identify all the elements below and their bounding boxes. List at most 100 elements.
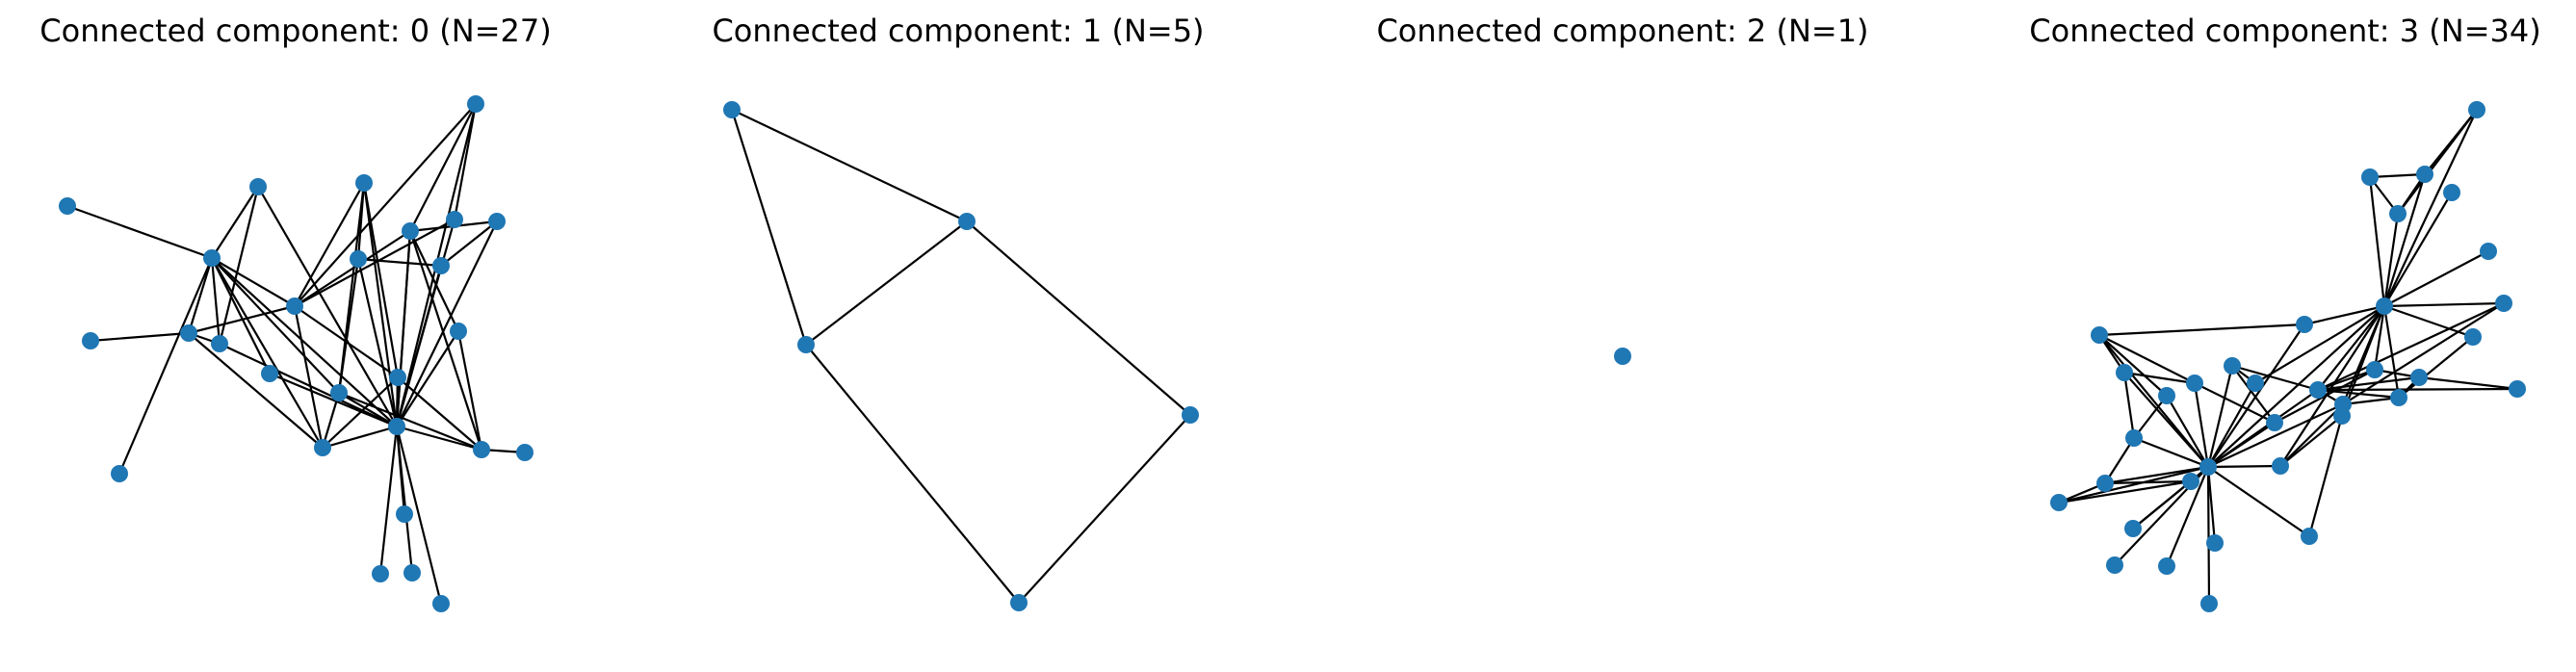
graph-edge bbox=[2231, 365, 2276, 424]
graph-edge bbox=[395, 219, 456, 427]
graph-edge bbox=[2342, 396, 2400, 406]
graph-edge bbox=[2398, 336, 2474, 399]
graph-edge bbox=[211, 257, 398, 427]
graph-node bbox=[2186, 375, 2203, 392]
panel-component-3: Connected component: 3 (N=34) bbox=[2029, 13, 2541, 612]
graph-edge bbox=[2098, 334, 2168, 397]
graph-edge bbox=[966, 220, 1191, 416]
graph-node bbox=[2124, 520, 2142, 537]
graph-node bbox=[2468, 101, 2485, 118]
graph-edge bbox=[440, 220, 498, 267]
graph-edge bbox=[408, 230, 483, 451]
graph-edge bbox=[730, 109, 808, 346]
graph-node bbox=[723, 101, 741, 118]
graph-edge bbox=[2193, 382, 2210, 468]
graph-node bbox=[2224, 357, 2241, 375]
graph-node bbox=[372, 565, 389, 582]
nodes-component-1 bbox=[723, 101, 1199, 611]
panel-title-component-0: Connected component: 0 (N=27) bbox=[39, 13, 551, 49]
edges-component-0 bbox=[66, 103, 526, 605]
graph-edge bbox=[210, 257, 221, 345]
graph-edge bbox=[2368, 176, 2386, 307]
graph-node bbox=[211, 335, 228, 352]
graph-edge bbox=[2279, 415, 2343, 467]
graph-edge bbox=[805, 220, 968, 346]
graph-edge bbox=[2340, 305, 2386, 417]
graph-node bbox=[958, 213, 976, 230]
graph-edge bbox=[2418, 375, 2518, 391]
graph-edge bbox=[2058, 479, 2192, 504]
graph-node bbox=[355, 174, 373, 192]
graph-node bbox=[180, 324, 197, 342]
graph-node bbox=[467, 95, 484, 113]
graph-edge bbox=[2373, 305, 2386, 371]
graph-edge bbox=[2279, 305, 2385, 467]
graph-edge bbox=[453, 103, 478, 220]
graph-node bbox=[350, 250, 367, 268]
graph-node bbox=[261, 365, 278, 382]
nodes-component-3 bbox=[2050, 101, 2526, 612]
graph-edge bbox=[294, 182, 365, 307]
graph-edge bbox=[2207, 382, 2256, 468]
graph-edge bbox=[409, 103, 477, 232]
graph-node bbox=[2361, 168, 2379, 186]
graph-edge bbox=[2133, 395, 2168, 439]
graph-edge bbox=[456, 330, 483, 451]
nodes-component-0 bbox=[59, 95, 533, 612]
graph-edge bbox=[257, 186, 398, 427]
graph-edge bbox=[397, 376, 482, 451]
graph-edge bbox=[2207, 464, 2281, 469]
graph-node bbox=[2480, 243, 2497, 260]
graph-edge bbox=[2058, 465, 2209, 504]
graph-edge bbox=[322, 425, 398, 450]
graph-node bbox=[1010, 594, 1028, 611]
graph-edge bbox=[337, 182, 366, 394]
graph-node bbox=[396, 505, 413, 523]
panel-title-component-3: Connected component: 3 (N=34) bbox=[2029, 13, 2540, 49]
graph-node bbox=[2116, 364, 2133, 381]
graph-edge bbox=[2303, 304, 2385, 326]
graph-edge bbox=[357, 257, 442, 268]
graph-node bbox=[432, 257, 450, 274]
graph-node bbox=[2200, 595, 2218, 612]
graph-node bbox=[446, 211, 463, 228]
graph-edge bbox=[211, 257, 340, 394]
panel-component-0: Connected component: 0 (N=27) bbox=[39, 13, 552, 612]
graph-edge bbox=[2383, 192, 2453, 307]
graph-edge bbox=[2104, 465, 2209, 485]
graph-node bbox=[2410, 369, 2428, 386]
graph-node bbox=[2091, 326, 2108, 344]
graph-node bbox=[2509, 380, 2526, 398]
graph-node bbox=[2050, 494, 2068, 511]
graph-node bbox=[516, 444, 533, 461]
graph-edge bbox=[2123, 371, 2196, 385]
graph-edge bbox=[2133, 436, 2209, 469]
graph-edge bbox=[2317, 375, 2420, 392]
graph-edge bbox=[378, 426, 399, 575]
graph-edge bbox=[2383, 109, 2478, 307]
graph-node bbox=[2106, 556, 2123, 574]
graph-edge bbox=[2317, 387, 2518, 392]
graph-node bbox=[2125, 429, 2143, 447]
edges-component-3 bbox=[2058, 109, 2518, 605]
graph-edge bbox=[2098, 334, 2196, 384]
graph-edge bbox=[322, 376, 399, 449]
graph-edge bbox=[2098, 323, 2305, 337]
graph-edge bbox=[356, 258, 399, 427]
graph-edge bbox=[2123, 372, 2209, 468]
graph-edge bbox=[2122, 372, 2136, 439]
graph-edge bbox=[2397, 109, 2478, 215]
panel-component-1: Connected component: 1 (N=5) bbox=[712, 13, 1205, 611]
graph-edge bbox=[294, 103, 477, 307]
graph-edge bbox=[66, 204, 213, 260]
graph-node bbox=[2272, 457, 2289, 475]
graph-edge bbox=[2274, 369, 2376, 424]
graph-edge bbox=[117, 257, 214, 475]
graph-edge bbox=[2369, 172, 2426, 179]
graph-node bbox=[2247, 375, 2264, 392]
graph-edge bbox=[187, 257, 214, 334]
graph-node bbox=[2199, 458, 2217, 476]
graph-node bbox=[2301, 528, 2318, 545]
graph-edge bbox=[211, 186, 259, 259]
